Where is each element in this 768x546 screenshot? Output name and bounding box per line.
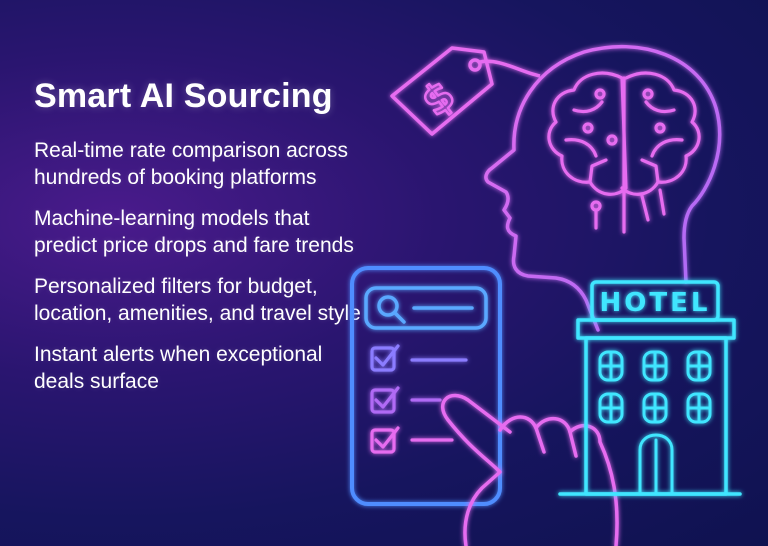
hotel-sign-text: HOTEL bbox=[600, 288, 711, 318]
page-title: Smart AI Sourcing bbox=[34, 77, 333, 115]
checklist-panel bbox=[350, 266, 502, 506]
feature-text-column: Smart AI Sourcing Real-time rate compari… bbox=[34, 77, 364, 409]
head-silhouette-icon bbox=[484, 44, 722, 332]
checkbox-icon[interactable] bbox=[370, 344, 400, 372]
feature-point-price-prediction: Machine-learning models that predict pri… bbox=[34, 207, 354, 258]
feature-point-rate-comparison: Real-time rate comparison across hundred… bbox=[34, 139, 348, 190]
tag-dollar-sign: $ bbox=[413, 72, 463, 125]
hotel-building-icon: HOTEL bbox=[558, 280, 742, 496]
brain-icon bbox=[547, 71, 701, 234]
feature-point-instant-alerts: Instant alerts when exceptional deals su… bbox=[34, 343, 323, 394]
pointing-hand-icon bbox=[441, 393, 619, 546]
search-bar[interactable] bbox=[364, 286, 488, 330]
checkbox-icon[interactable] bbox=[370, 386, 400, 414]
search-icon bbox=[377, 295, 406, 324]
panel-frame bbox=[350, 266, 502, 506]
checkbox-icon[interactable] bbox=[370, 426, 400, 454]
feature-point-personalized-filters: Personalized filters for budget, locatio… bbox=[34, 275, 361, 326]
hotel-door bbox=[638, 433, 674, 496]
